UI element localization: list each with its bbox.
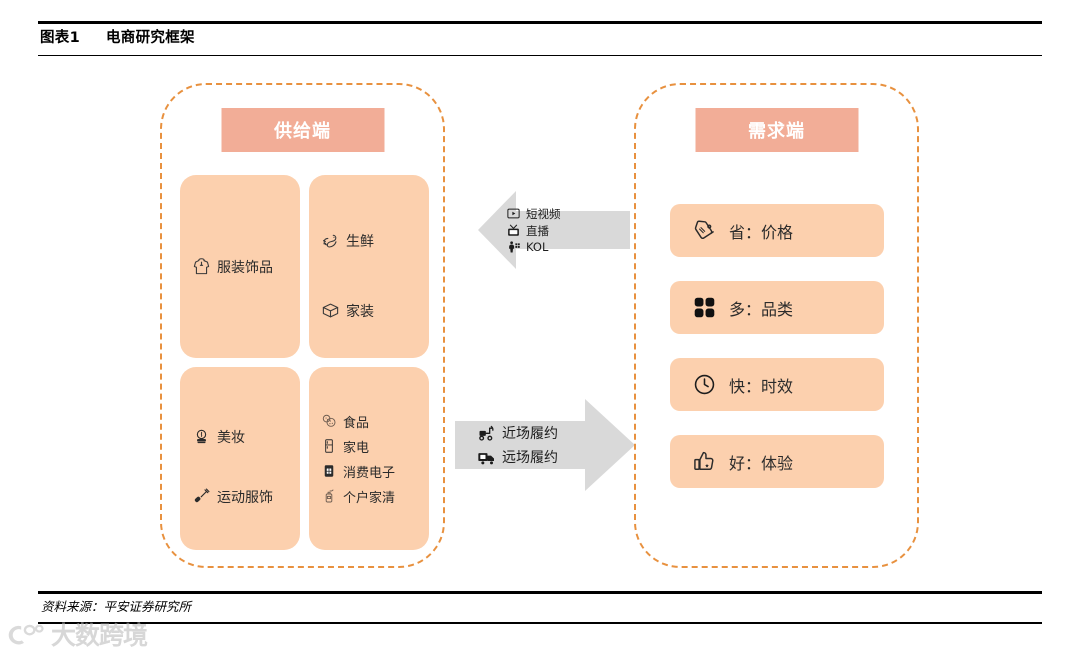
watermark-label: 大数跨境	[51, 620, 148, 650]
category-label: 运动服饰	[217, 489, 273, 506]
thumbs-up-icon	[694, 451, 714, 470]
category-item: 美妆	[192, 427, 245, 447]
scooter-icon	[479, 425, 494, 441]
figure-title: 电商研究框架	[106, 30, 195, 46]
supply-card-beauty-sports[interactable]: 美妆 运动服饰	[180, 367, 300, 550]
supply-card-food-appliance[interactable]: 食品 家电	[309, 367, 429, 550]
arrow-item: KOL	[506, 240, 561, 255]
arrow-item: 近场履约	[477, 423, 558, 443]
sale-tag-icon	[694, 220, 714, 240]
category-label: 美妆	[217, 429, 245, 446]
spray-bottle-icon	[325, 489, 334, 503]
supply-card-fresh-home[interactable]: 生鲜 家装	[309, 175, 429, 358]
marketing-channel-arrow: 短视频 直播 KOL	[478, 185, 630, 275]
video-play-icon	[507, 208, 520, 219]
arrow-left-shape	[478, 191, 630, 269]
dumbbell-icon	[194, 488, 210, 503]
shrimp-icon	[323, 234, 337, 248]
arrow-label: 远场履约	[502, 450, 558, 466]
marketing-channel-list: 短视频 直播 KOL	[506, 185, 561, 275]
category-label: 服装饰品	[217, 259, 273, 276]
category-item: 消费电子	[321, 462, 395, 481]
category-label: 家电	[343, 440, 370, 456]
arrow-label: 短视频	[526, 206, 561, 221]
demand-item-speed[interactable]: 快：时效	[670, 358, 884, 411]
demand-label: 好：体验	[729, 453, 794, 473]
box-icon	[322, 303, 339, 318]
hoodie-icon	[193, 258, 210, 275]
arrow-label: 直播	[526, 223, 549, 238]
category-item: 生鲜	[321, 231, 374, 251]
category-label: 个户家清	[343, 490, 396, 506]
category-item: 个户家清	[321, 487, 395, 506]
truck-icon	[478, 453, 494, 465]
fulfilment-arrow: 近场履约 远场履约	[455, 395, 635, 495]
supply-side-panel: 供给端 服装饰品	[160, 83, 445, 568]
arrow-label: KOL	[526, 240, 549, 254]
clock-icon	[694, 374, 715, 395]
page-title: 图表1 电商研究框架	[40, 26, 195, 47]
live-broadcast-icon	[508, 224, 519, 236]
supply-header-banner: 供给端	[221, 108, 384, 152]
supply-header-label: 供给端	[274, 121, 331, 142]
header-rule-top	[38, 21, 1042, 24]
smartphone-icon	[324, 465, 334, 477]
source-note: 资料来源：平安证券研究所	[41, 599, 192, 614]
arrow-label: 近场履约	[502, 426, 558, 442]
four-squares-icon	[694, 297, 715, 318]
footer-rule-bottom	[38, 622, 1042, 624]
demand-item-experience[interactable]: 好：体验	[670, 435, 884, 488]
demand-item-price[interactable]: 省：价格	[670, 204, 884, 257]
watermark: 大数跨境	[6, 620, 148, 650]
demand-header-banner: 需求端	[695, 108, 858, 152]
category-label: 生鲜	[346, 233, 374, 250]
category-item: 食品	[321, 412, 369, 431]
arrow-right-shape	[455, 399, 635, 491]
arrow-item: 短视频	[506, 206, 561, 222]
demand-label: 省：价格	[729, 222, 794, 242]
footer-rule-top	[38, 591, 1042, 594]
arrow-item: 远场履约	[477, 447, 558, 467]
swirl-logo-icon	[8, 624, 44, 645]
category-label: 消费电子	[343, 465, 396, 481]
refrigerator-icon	[325, 439, 333, 453]
demand-value-list: 省：价格 多：品类 快：时效	[670, 204, 884, 488]
demand-header-label: 需求端	[748, 121, 805, 142]
arrow-item: 直播	[506, 223, 561, 239]
demand-label: 多：品类	[729, 299, 794, 319]
fulfilment-list: 近场履约 远场履约	[477, 395, 558, 495]
demand-label: 快：时效	[729, 376, 794, 396]
category-item: 运动服饰	[192, 487, 273, 507]
figure-label: 图表1	[40, 30, 80, 46]
supply-card-apparel[interactable]: 服装饰品	[180, 175, 300, 358]
supply-category-grid: 服装饰品 生鲜	[180, 175, 429, 550]
cookie-icon	[322, 414, 336, 427]
category-label: 食品	[343, 415, 370, 431]
category-label: 家装	[346, 303, 374, 320]
category-item: 家装	[321, 301, 374, 321]
demand-side-panel: 需求端 省：价格 多：品类	[634, 83, 919, 568]
header-rule-bottom	[38, 55, 1042, 56]
category-item: 家电	[321, 437, 369, 456]
diagram-canvas: 供给端 服装饰品	[0, 60, 1080, 585]
demand-item-variety[interactable]: 多：品类	[670, 281, 884, 334]
compact-mirror-icon	[196, 429, 207, 444]
category-item: 服装饰品	[192, 257, 273, 277]
influencer-person-icon	[509, 240, 520, 252]
